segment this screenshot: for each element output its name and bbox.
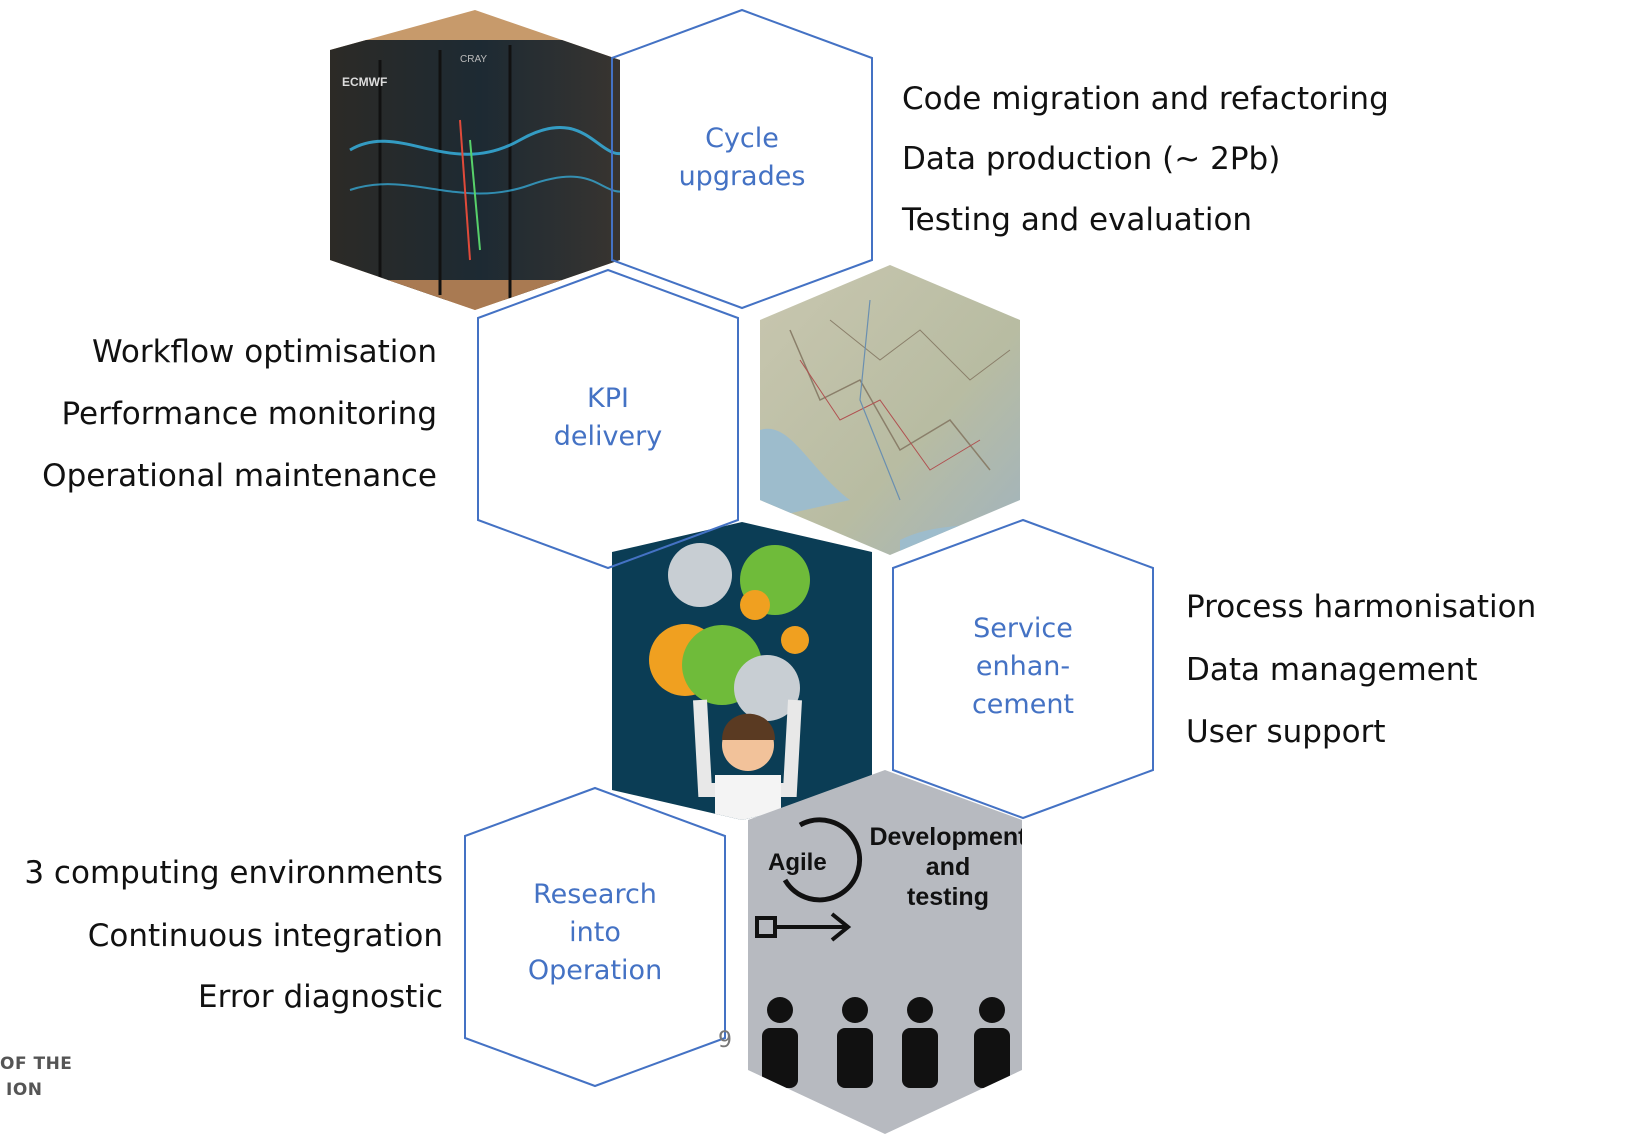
kpi-delivery-label: KPI delivery: [518, 380, 698, 456]
dev-title-line-3: testing: [907, 883, 989, 911]
research-item-3: Error diagnostic: [198, 979, 443, 1015]
agile-label: Agile: [768, 849, 827, 876]
gears-illustration: [612, 522, 872, 820]
kpi-item-3: Operational maintenance: [42, 458, 437, 494]
cycle-item-3: Testing and evaluation: [902, 202, 1253, 238]
service-enhancement-label: Service enhan- cement: [933, 610, 1113, 724]
developer-icons: [762, 997, 1010, 1088]
research-item-1: 3 computing environments: [24, 855, 443, 891]
hexagon-kpi-delivery: [477, 268, 739, 570]
ecmwf-logo-text: ECMWF: [342, 75, 387, 89]
dev-title-line-1: Development: [870, 823, 1028, 851]
cycle-item-2: Data production (~ 2Pb): [902, 141, 1281, 177]
hexagon-research-operation: [464, 786, 726, 1088]
footer-line-1: OF THE: [0, 1054, 73, 1074]
research-item-2: Continuous integration: [87, 918, 443, 954]
page-number: 9: [718, 1028, 732, 1053]
cycle-upgrades-label: Cycle upgrades: [652, 120, 832, 196]
europe-map-image: [760, 265, 1020, 555]
research-operation-label: Research into Operation: [505, 876, 685, 990]
cycle-label-line-2: upgrades: [678, 161, 806, 192]
hexagon-service-enhancement: [892, 518, 1154, 820]
kpi-label-line-1: KPI: [587, 383, 629, 414]
kpi-item-1: Workflow optimisation: [92, 334, 437, 370]
service-label-line-3: cement: [971, 689, 1075, 720]
research-label-line-1: Research: [533, 879, 657, 910]
cycle-label-line-1: Cycle: [705, 123, 779, 154]
cycle-item-1: Code migration and refactoring: [902, 81, 1389, 117]
footer-line-2: ION: [6, 1080, 43, 1100]
research-label-line-2: into: [569, 917, 621, 948]
dev-title-line-2: and: [926, 853, 970, 881]
kpi-label-line-2: delivery: [553, 421, 663, 452]
service-item-2: Data management: [1186, 652, 1478, 688]
service-item-1: Process harmonisation: [1186, 589, 1537, 625]
research-label-line-3: Operation: [527, 955, 663, 986]
kpi-item-2: Performance monitoring: [61, 396, 437, 432]
cray-logo-text: CRAY: [460, 54, 487, 65]
hexagon-cycle-upgrades: [611, 8, 873, 310]
service-label-line-2: enhan-: [975, 651, 1071, 682]
service-label-line-1: Service: [973, 613, 1073, 644]
supercomputer-image: ECMWF CRAY: [330, 10, 620, 310]
development-testing-image: Agile Development and testing: [748, 770, 1028, 1134]
service-item-3: User support: [1186, 714, 1386, 750]
